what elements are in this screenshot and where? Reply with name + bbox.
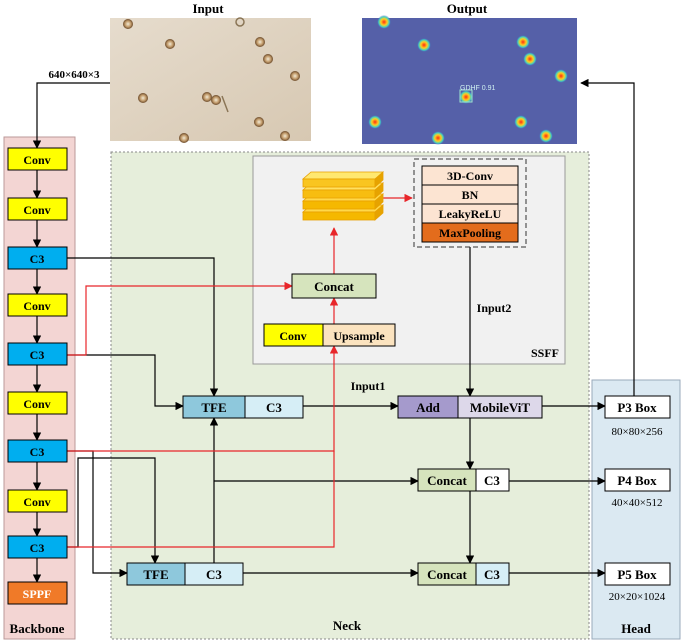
ssff-concat-block xyxy=(291,273,377,299)
stack-label-2: BN xyxy=(462,188,479,202)
backbone-label-8: Conv xyxy=(23,495,50,509)
backbone-section-label: Backbone xyxy=(10,621,65,636)
backbone-block-6 xyxy=(7,391,68,415)
backbone-block-4 xyxy=(7,293,68,317)
c3-block-p5 xyxy=(475,562,510,586)
p4-label: P4 Box xyxy=(617,473,657,488)
backbone-label-1: Conv xyxy=(23,153,50,167)
head-panel xyxy=(591,379,681,640)
neck-section-label: Neck xyxy=(333,618,362,633)
backbone-block-7 xyxy=(7,439,68,463)
red-connections xyxy=(67,193,413,548)
backbone-block-3 xyxy=(7,246,68,270)
stack-maxpooling xyxy=(421,222,519,243)
backbone-label-7: C3 xyxy=(30,445,45,459)
stack-label-3: LeakyReLU xyxy=(439,207,502,221)
ssff-stack: 3D-Conv BN LeakyReLU MaxPooling xyxy=(413,158,527,248)
c3-block-lower xyxy=(184,562,244,586)
p3-label: P3 Box xyxy=(617,400,657,415)
stack-label-4: MaxPooling xyxy=(439,226,501,240)
head-section-label: Head xyxy=(621,621,651,636)
backbone-block-5 xyxy=(7,342,68,366)
input-image xyxy=(110,17,311,143)
c3-block-p4 xyxy=(475,468,510,492)
input-size-label: 640×640×3 xyxy=(48,69,100,81)
p5-size: 20×20×1024 xyxy=(609,591,666,603)
mobilevit-label: MobileViT xyxy=(470,400,531,415)
backbone-block-8 xyxy=(7,489,68,513)
c3-label-p4: C3 xyxy=(484,473,500,488)
backbone-block-2 xyxy=(7,197,68,221)
ssff-upsample-label: Upsample xyxy=(333,329,385,343)
c3-label-upper: C3 xyxy=(266,400,282,415)
p3-box xyxy=(604,395,671,419)
ssff-section-label: SSFF xyxy=(531,346,559,360)
c3-label-lower: C3 xyxy=(206,567,222,582)
backbone-label-9: C3 xyxy=(30,541,45,555)
ssff-concat-label: Concat xyxy=(314,279,354,294)
c3-block-upper xyxy=(244,395,304,419)
concat-label-p5: Concat xyxy=(427,567,467,582)
input2-label: Input2 xyxy=(477,301,512,315)
backbone-block-10 xyxy=(7,581,68,605)
backbone-block-9 xyxy=(7,535,68,559)
backbone-label-5: C3 xyxy=(30,348,45,362)
c3-label-p5: C3 xyxy=(484,567,500,582)
add-label: Add xyxy=(416,400,441,415)
output-image: GDHF 0.91 xyxy=(362,15,577,145)
backbone-label-3: C3 xyxy=(30,252,45,266)
p4-size: 40×40×512 xyxy=(612,497,663,509)
detection-label: GDHF 0.91 xyxy=(460,85,496,92)
feature-stack-icon xyxy=(301,171,385,221)
backbone-block-1 xyxy=(7,147,68,171)
p5-box xyxy=(604,562,671,586)
p4-box xyxy=(604,468,671,492)
p5-label: P5 Box xyxy=(617,567,657,582)
ssff-conv-label: Conv xyxy=(279,329,306,343)
ssff-upsample-block xyxy=(322,323,396,347)
ssff-stack-frame xyxy=(413,158,527,248)
stack-label-1: 3D-Conv xyxy=(447,169,493,183)
p3-size: 80×80×256 xyxy=(612,426,663,438)
backbone-label-10: SPPF xyxy=(23,587,52,601)
tfe-label-lower: TFE xyxy=(143,567,168,582)
concat-label-p4: Concat xyxy=(427,473,467,488)
output-title: Output xyxy=(447,1,488,16)
backbone-blocks: Conv Conv C3 Conv C3 Conv C3 Conv C3 SPP… xyxy=(7,147,68,605)
backbone-label-2: Conv xyxy=(23,203,50,217)
tfe-label-upper: TFE xyxy=(201,400,226,415)
input-arrow xyxy=(32,82,110,149)
black-connections xyxy=(67,78,635,578)
input-title: Input xyxy=(192,1,224,16)
mobilevit-block xyxy=(457,395,543,419)
input1-label: Input1 xyxy=(351,379,386,393)
backbone-label-6: Conv xyxy=(23,397,50,411)
backbone-label-4: Conv xyxy=(23,299,50,313)
